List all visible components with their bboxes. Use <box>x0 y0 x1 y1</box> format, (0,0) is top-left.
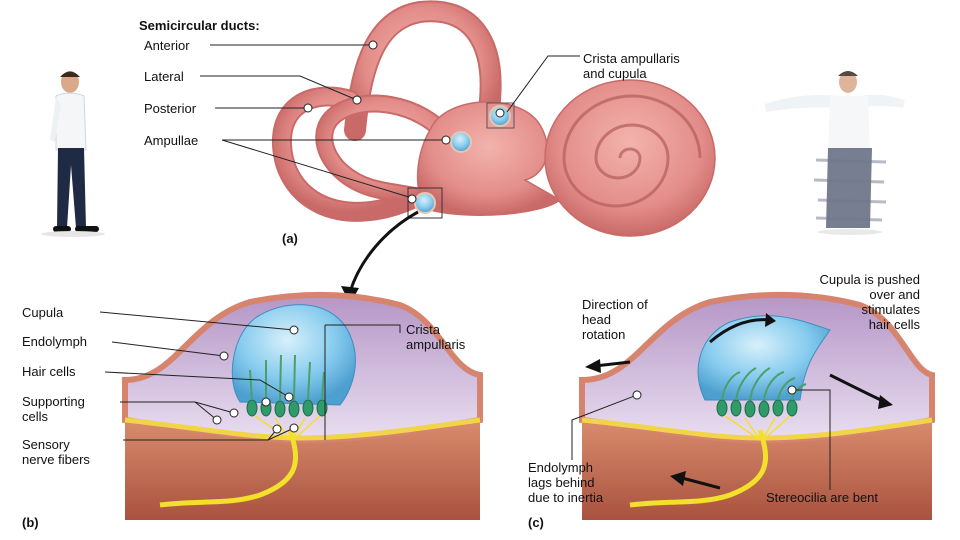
cochlea <box>545 80 715 236</box>
label-lateral: Lateral <box>144 69 184 84</box>
label-supporting-cells: Supporting cells <box>22 394 85 424</box>
vestibule <box>418 102 560 215</box>
label-cupula-pushed: Cupula is pushed over and stimulates hai… <box>780 272 920 332</box>
label-posterior: Posterior <box>144 101 196 116</box>
label-stereocilia-bent: Stereocilia are bent <box>766 490 878 505</box>
label-endolymph-lags: Endolymph lags behind due to inertia <box>528 460 603 505</box>
label-hair-cells: Hair cells <box>22 364 75 379</box>
label-ampullae: Ampullae <box>144 133 198 148</box>
panel-a-tag: (a) <box>282 231 298 246</box>
rotating-person-illustration <box>765 71 905 235</box>
label-anterior: Anterior <box>144 38 190 53</box>
label-crista-ampullaris-and-cupula: Crista ampullaris and cupula <box>583 51 680 81</box>
label-sensory-nerve-fibers: Sensory nerve fibers <box>22 437 90 467</box>
label-cupula: Cupula <box>22 305 63 320</box>
standing-person-illustration <box>41 71 105 237</box>
label-crista-ampullaris: Crista ampullaris <box>406 322 465 352</box>
zoom-arrow <box>341 212 418 304</box>
panel-c-tag: (c) <box>528 515 544 530</box>
panel-b-tag: (b) <box>22 515 39 530</box>
label-endolymph: Endolymph <box>22 334 87 349</box>
semicircular-ducts-heading: Semicircular ducts: <box>139 18 260 33</box>
label-direction-of-head-rotation: Direction of head rotation <box>582 297 648 342</box>
